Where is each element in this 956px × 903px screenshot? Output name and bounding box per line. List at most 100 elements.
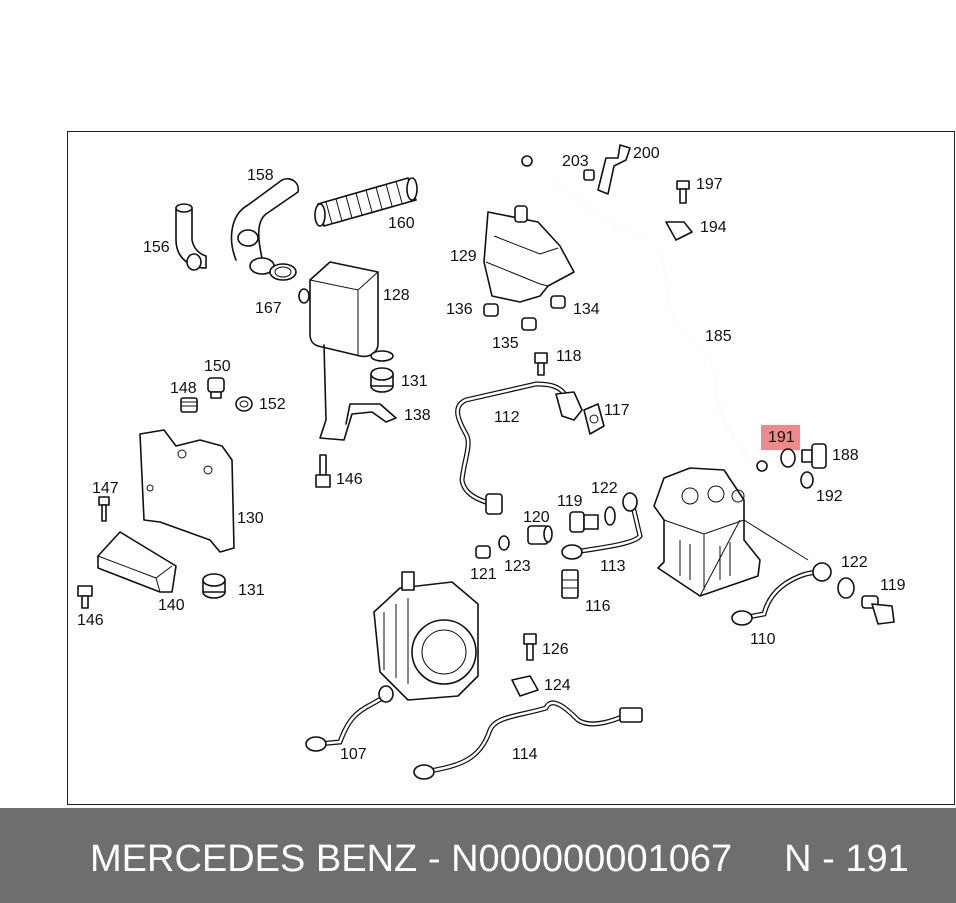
callout-119: 119 (557, 493, 583, 510)
part-160-corrugated-hose (314, 177, 418, 227)
callout-122-right: 122 (841, 554, 868, 571)
part-185-line (521, 155, 768, 472)
callout-122: 122 (591, 480, 618, 497)
callout-121: 121 (470, 566, 497, 583)
part-119-banjo-bolt-right (861, 595, 895, 625)
part-134-mount (550, 295, 566, 309)
part-191-seal-ring (780, 448, 796, 468)
part-120-nipple (527, 525, 553, 545)
callout-147: 147 (92, 480, 119, 497)
callout-114: 114 (512, 746, 538, 763)
callout-117: 117 (604, 402, 630, 419)
callout-197: 197 (696, 176, 723, 193)
part-118-bolt (534, 352, 548, 376)
part-158-hose (230, 177, 300, 275)
ref-prefix: N - (784, 838, 846, 880)
callout-140: 140 (158, 597, 185, 614)
callout-185: 185 (705, 328, 732, 345)
part-188-banjo-bolt (801, 443, 827, 469)
callout-148: 148 (170, 380, 197, 397)
part-131-mount (370, 367, 394, 393)
part-167-clamp (269, 263, 297, 281)
part-131-washer (370, 350, 394, 362)
part-140-bracket (97, 531, 177, 593)
callout-119-right: 119 (880, 577, 906, 594)
separator: - (417, 838, 452, 880)
part-150-plug (207, 377, 225, 399)
part-121-plug (475, 545, 491, 559)
callout-107: 107 (340, 746, 367, 763)
callout-160: 160 (388, 215, 415, 232)
callout-134: 134 (573, 301, 600, 318)
part-126-bolt (523, 633, 537, 661)
callout-136: 136 (446, 301, 473, 318)
part-138-strap (319, 344, 397, 441)
part-130-plate (139, 429, 235, 553)
callout-146: 146 (336, 471, 363, 488)
part-107-line (305, 685, 394, 752)
callout-labels: 200 203 197 194 158 160 156 167 128 129 … (77, 145, 906, 763)
part-number: N000000001067 (451, 838, 733, 880)
part-117-gasket (583, 403, 605, 435)
part-113-line (561, 492, 643, 560)
part-146-bolt-upper (315, 454, 331, 488)
callout-158: 158 (247, 167, 274, 184)
part-123-washer (498, 535, 510, 551)
callout-192: 192 (816, 488, 843, 505)
callout-194: 194 (700, 219, 727, 236)
callout-146-lower: 146 (77, 612, 104, 629)
ref-number: 191 (845, 838, 909, 880)
callout-156: 156 (143, 239, 170, 256)
callout-118: 118 (556, 348, 582, 365)
part-122-seal-ring (604, 506, 616, 526)
callout-138: 138 (404, 407, 431, 424)
footer-caption: MERCEDES BENZ - N000000001067 N - 191 (90, 838, 909, 881)
parts-diagram: 200 203 197 194 158 160 156 167 128 129 … (77, 144, 906, 780)
callout-129: 129 (450, 248, 477, 265)
part-116-connector (561, 569, 579, 599)
part-135-mount (521, 317, 537, 331)
callout-150: 150 (204, 358, 231, 375)
callout-135: 135 (492, 335, 519, 352)
callout-131: 131 (401, 373, 428, 390)
callout-191: 191 (768, 429, 795, 446)
callout-131-lower: 131 (238, 582, 265, 599)
part-194-clip (665, 221, 693, 241)
part-147-bolt (98, 496, 110, 522)
callout-124: 124 (544, 677, 571, 694)
callout-188: 188 (832, 447, 859, 464)
highlight-box (761, 425, 800, 450)
callout-120: 120 (523, 509, 550, 526)
callout-200: 200 (633, 145, 660, 162)
part-200-bracket (597, 144, 631, 195)
part-128-tank (298, 261, 379, 358)
callout-130: 130 (237, 510, 264, 527)
part-146-bolt (77, 585, 93, 609)
part-124-clip (511, 675, 539, 697)
part-122-seal-ring-right (837, 577, 855, 599)
part-203-nut (583, 169, 595, 181)
part-pump-unit (373, 571, 479, 701)
part-compressor (653, 467, 761, 597)
callout-116: 116 (585, 598, 611, 615)
footer-bar (0, 808, 956, 903)
part-129-reservoir (483, 205, 575, 303)
callout-110: 110 (750, 631, 776, 648)
part-119-banjo-bolt (569, 511, 599, 533)
brand-name: MERCEDES BENZ (90, 838, 418, 880)
part-110-line (699, 519, 832, 626)
callout-123: 123 (504, 558, 531, 575)
part-112-pipe (455, 381, 583, 515)
part-148-breather (180, 397, 198, 413)
part-136-mount (483, 303, 499, 317)
part-131-mount-lower (202, 573, 226, 599)
callout-112: 112 (494, 409, 520, 426)
callout-203: 203 (562, 153, 589, 170)
part-192-washer (800, 471, 814, 489)
part-114-line (413, 700, 643, 780)
part-152-washer (235, 396, 253, 412)
callout-126: 126 (542, 641, 569, 658)
callout-152: 152 (259, 396, 286, 413)
part-197-bolt (676, 180, 690, 204)
part-156-elbow (175, 203, 207, 271)
